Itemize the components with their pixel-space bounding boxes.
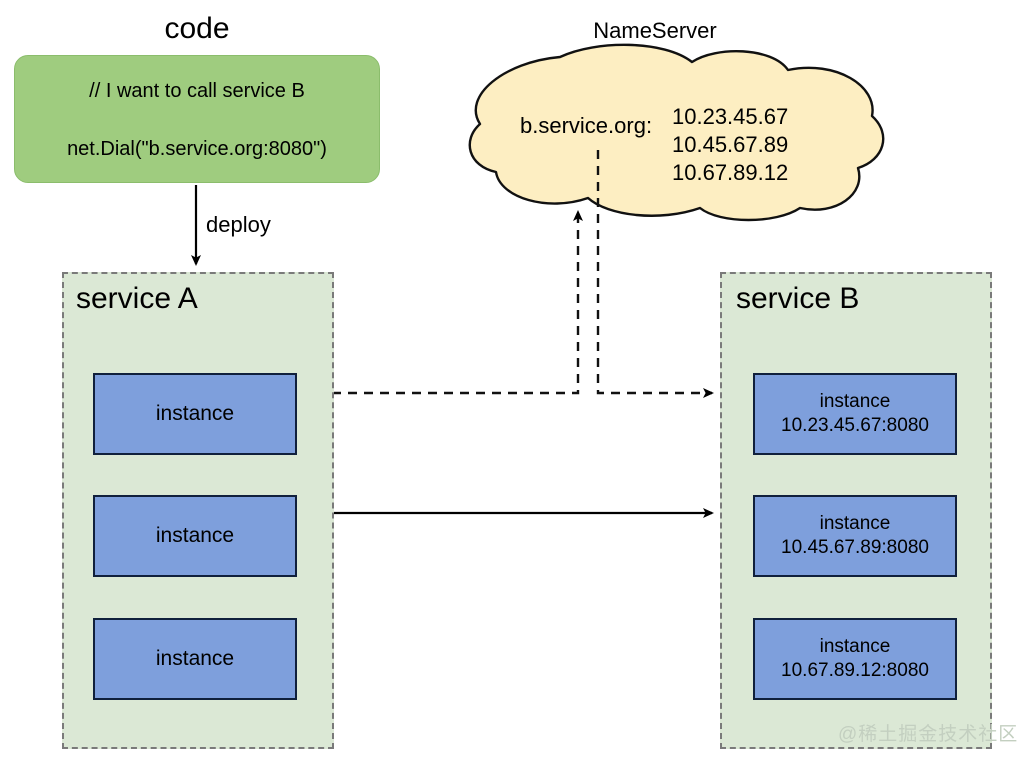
instance-label: instance xyxy=(155,646,235,670)
service-a-instance: instance xyxy=(93,373,297,455)
service-a-instance: instance xyxy=(93,495,297,577)
instance-address: 10.23.45.67:8080 xyxy=(781,415,929,436)
service-a-title: service A xyxy=(76,282,198,315)
code-dial-line: net.Dial("b.service.org:8080") xyxy=(67,138,327,160)
nameserver-ip-record: 10.45.67.89 xyxy=(672,132,789,157)
service-b-title: service B xyxy=(736,282,860,315)
instance-label: instance xyxy=(819,636,891,658)
service-b-instance: instance 10.23.45.67:8080 xyxy=(753,373,957,455)
instance-label: instance xyxy=(819,513,891,535)
instance-address: 10.45.67.89:8080 xyxy=(781,537,929,558)
nameserver-ip-record: 10.23.45.67 xyxy=(672,104,789,129)
nameserver-ip-record: 10.67.89.12 xyxy=(672,160,789,185)
instance-label: instance xyxy=(819,391,891,413)
nameserver-domain-label: b.service.org: xyxy=(520,113,653,138)
dns-response-arrow xyxy=(596,150,714,398)
instance-label: instance xyxy=(155,401,235,425)
deploy-edge-label: deploy xyxy=(206,212,271,237)
nameserver-cloud xyxy=(468,43,885,222)
instance-label: instance xyxy=(155,523,235,547)
nameserver-title: NameServer xyxy=(593,18,717,43)
service-b-instance: instance 10.45.67.89:8080 xyxy=(753,495,957,577)
code-title: code xyxy=(164,12,230,45)
service-b-instance: instance 10.67.89.12:8080 xyxy=(753,618,957,700)
service-a-instance: instance xyxy=(93,618,297,700)
code-box xyxy=(14,55,380,183)
watermark: @稀土掘金技术社区 xyxy=(838,724,1019,745)
instance-address: 10.67.89.12:8080 xyxy=(781,660,929,681)
code-comment-line: // I want to call service B xyxy=(89,80,305,102)
dns-query-arrow xyxy=(332,210,583,395)
